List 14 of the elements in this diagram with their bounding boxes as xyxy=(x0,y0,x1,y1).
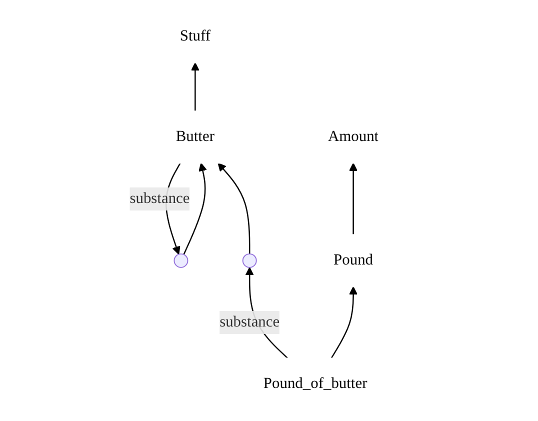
node-circle xyxy=(242,253,258,268)
arrow xyxy=(218,162,251,254)
node-circle xyxy=(174,253,189,268)
arrow xyxy=(184,162,208,255)
arrow xyxy=(191,62,200,112)
edge-label: substance xyxy=(220,314,280,330)
arrow xyxy=(331,286,358,358)
arrow xyxy=(349,162,358,235)
node-text: Amount xyxy=(328,128,379,145)
node-text: Stuff xyxy=(180,28,211,44)
node-text: Pound_of_butter xyxy=(264,376,368,392)
node-text: Butter xyxy=(176,128,215,145)
node-text: Pound xyxy=(334,252,374,268)
edge-label: substance xyxy=(130,190,190,207)
